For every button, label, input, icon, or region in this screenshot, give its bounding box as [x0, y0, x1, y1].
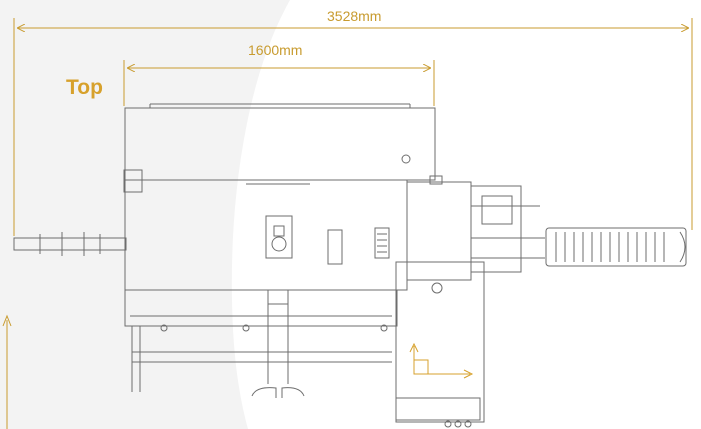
overall-width-label: 3528mm [327, 8, 382, 24]
machine-outline [13, 103, 687, 428]
vertical-axis-arrow [2, 314, 12, 429]
view-label-top: Top [66, 76, 103, 99]
section-width-label: 1600mm [248, 42, 303, 58]
overall-dimension-line [13, 18, 693, 236]
coordinate-axis-indicator [409, 342, 474, 379]
section-dimension-line [123, 60, 435, 106]
